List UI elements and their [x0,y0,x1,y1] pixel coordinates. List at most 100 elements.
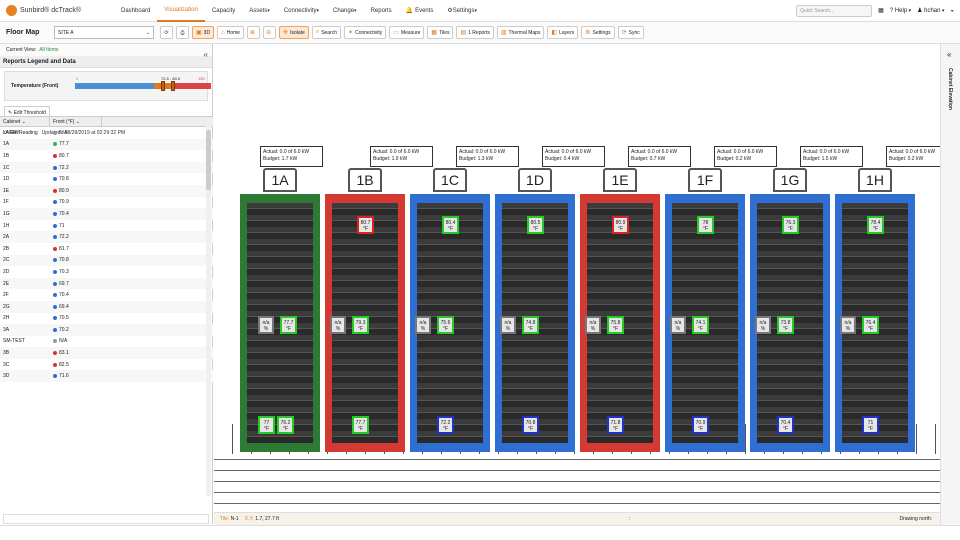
threshold-handle-low[interactable] [161,81,165,91]
current-view-link[interactable]: All Items [39,47,59,53]
expand-panel-icon[interactable]: « [947,50,952,59]
nav-assets[interactable]: Assets [242,0,277,22]
temp-bottom-tag[interactable]: 71.8°F [607,416,624,434]
table-scrollbar[interactable] [206,126,211,496]
3d-button[interactable]: ▣3D [192,26,215,39]
settings-button[interactable]: ⚙Settings [581,26,615,39]
refresh-button[interactable]: ⟳ [160,26,173,39]
nav-connectivity[interactable]: Connectivity [277,0,326,22]
temp-bottom-tag[interactable]: 70.4°F [777,416,794,434]
scroll-thumb[interactable] [206,130,211,190]
get-reading-button[interactable]: ⟳ Get Reading [4,126,38,140]
nav-capacity[interactable]: Capacity [205,0,242,22]
logo[interactable]: Sunbird® dcTrack® [6,5,114,16]
cabinet-label[interactable]: 1G [773,168,807,192]
search-button[interactable]: ⌕Search [311,26,342,39]
temp-top-tag[interactable]: 76.3°F [782,216,799,234]
temp-top-tag[interactable]: 80.5°F [527,216,544,234]
cabinet-label[interactable]: 1E [603,168,637,192]
nav-visualization[interactable]: Visualization [157,0,205,22]
connectivity-button[interactable]: ✶Connectivity [344,26,387,39]
cabinet-label[interactable]: 1B [348,168,382,192]
temp-mid-tag[interactable]: 74.1°F [692,316,709,334]
temp-top-tag[interactable]: 80.7°F [357,216,374,234]
col-cabinet[interactable]: Cabinet ⌄ [0,117,50,126]
cabinet-elevation-tab[interactable]: Cabinet Elevation [947,68,953,110]
temp-bottom-tag[interactable]: 76.2°F [277,416,294,434]
quick-search-input[interactable]: Quick Search... [796,4,873,17]
col-front[interactable]: Front (°F) ⌄ [50,117,102,126]
site-select[interactable]: SITE A⌄ [54,26,154,39]
temp-bottom-tag[interactable]: 77.7°F [352,416,369,434]
measure-button[interactable]: ▭Measure [389,26,425,39]
sync-button[interactable]: ⟳Sync [617,26,644,39]
cabinet-label[interactable]: 1C [433,168,467,192]
temp-mid-tag[interactable]: 76.4°F [862,316,879,334]
cabinet-label[interactable]: 1A [263,168,297,192]
temp-mid-tag[interactable]: 74.8°F [522,316,539,334]
temp-mid-tag[interactable]: 75.6°F [437,316,454,334]
collapse-panel-icon[interactable]: « [203,50,208,59]
cabinet-label[interactable]: 1H [858,168,892,192]
temp-bottom-tag[interactable]: 70.8°F [522,416,539,434]
temp-mid-tag[interactable]: 79.3°F [352,316,369,334]
zoom-out-button[interactable]: ⊖ [263,26,277,39]
home-button[interactable]: ⌂Home [217,26,245,39]
temp-top-tag[interactable]: 80.9°F [612,216,629,234]
zoom-in-button[interactable]: ⊕ [247,26,261,39]
nav-change[interactable]: Change [326,0,364,22]
nav-settings[interactable]: ⚙ Settings [440,0,484,22]
temp-mid-tag[interactable]: 73.8°F [777,316,794,334]
temp-mid-tag[interactable]: 75.8°F [607,316,624,334]
temp-mid-tag[interactable]: 77.7°F [280,316,297,334]
temp-top-tag[interactable]: 78°F [697,216,714,234]
nav-reports[interactable]: Reports [364,0,399,22]
cabinet-label[interactable]: 1F [688,168,722,192]
temp-bottom-tag-a[interactable]: 77°F [258,416,275,434]
calendar-icon[interactable]: ▦ [878,8,884,14]
1-reports-button[interactable]: ▤1 Reports [456,26,494,39]
cabinet-cell: 1C [3,164,10,171]
threshold-handle-high[interactable] [171,81,175,91]
thermal-maps-button[interactable]: ▥Thermal Maps [496,26,545,39]
cabinet-cell: 1G [3,210,10,217]
layers-button[interactable]: ◧Layers [547,26,579,39]
cabinet-label[interactable]: 1D [518,168,552,192]
nav-dashboard[interactable]: Dashboard [114,0,157,22]
temp-bottom-tag[interactable]: 70.9°F [692,416,709,434]
temp-bottom-tag[interactable]: 71°F [862,416,879,434]
collapse-toggle-icon[interactable]: ◒ [950,7,954,14]
user-menu[interactable]: ♟ hchan [917,7,944,14]
help-menu[interactable]: ? Help [890,8,911,14]
print-button[interactable]: ⎙ [176,26,189,39]
tiles-button[interactable]: ▦Tiles [427,26,454,39]
temp-top-tag[interactable]: 80.4°F [442,216,459,234]
temp-bottom-tag[interactable]: 72.2°F [437,416,454,434]
temp-top-tag[interactable]: 78.4°F [867,216,884,234]
isolate-button[interactable]: ✣Isolate [279,26,309,39]
nav-events[interactable]: 🔔Events [399,0,441,22]
